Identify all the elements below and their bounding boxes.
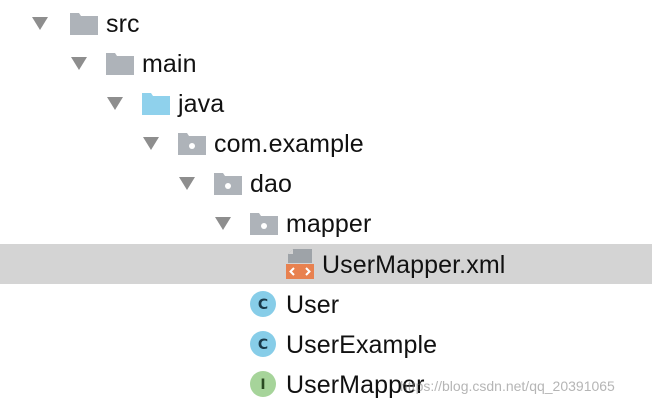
svg-text:C: C [258,337,268,353]
expand-arrow-icon[interactable] [107,97,123,110]
tree-item-label: src [106,10,140,38]
interface-icon: I [250,371,276,397]
expand-arrow-icon[interactable] [143,137,159,150]
tree-item-usermapper-xml[interactable]: UserMapper.xml [0,244,652,284]
tree-item-src[interactable]: src [0,3,652,43]
tree-item-label: com.example [214,130,364,158]
tree-item-label: mapper [286,210,372,238]
expand-arrow-icon[interactable] [179,177,195,190]
source-folder-icon [142,93,170,115]
tree-item-label: User [286,291,340,319]
package-icon [250,213,278,235]
svg-text:I: I [260,377,265,393]
folder-icon [106,53,134,75]
tree-item-dao[interactable]: dao [0,163,652,203]
expand-arrow-icon[interactable] [215,217,231,230]
expand-arrow-icon[interactable] [32,17,48,30]
tree-item-java[interactable]: java [0,83,652,123]
tree-item-com-example[interactable]: com.example [0,123,652,163]
tree-item-label: UserMapper [286,371,425,399]
tree-item-usermapper[interactable]: I UserMapper [0,364,652,404]
svg-text:C: C [258,297,268,313]
tree-item-user[interactable]: C User [0,284,652,324]
class-icon: C [250,331,276,357]
tree-item-label: java [178,90,225,118]
tree-item-label: dao [250,170,293,198]
folder-icon [70,13,98,35]
tree-item-label: main [142,50,197,78]
tree-item-label: UserMapper.xml [322,251,506,279]
xml-file-icon [286,249,314,279]
package-icon [214,173,242,195]
class-icon: C [250,291,276,317]
tree-item-label: UserExample [286,331,438,359]
tree-item-userexample[interactable]: C UserExample [0,324,652,364]
expand-arrow-icon[interactable] [71,57,87,70]
package-icon [178,133,206,155]
watermark: https://blog.csdn.net/qq_20391065 [400,378,615,394]
tree-item-mapper[interactable]: mapper [0,203,652,243]
tree-item-main[interactable]: main [0,43,652,83]
